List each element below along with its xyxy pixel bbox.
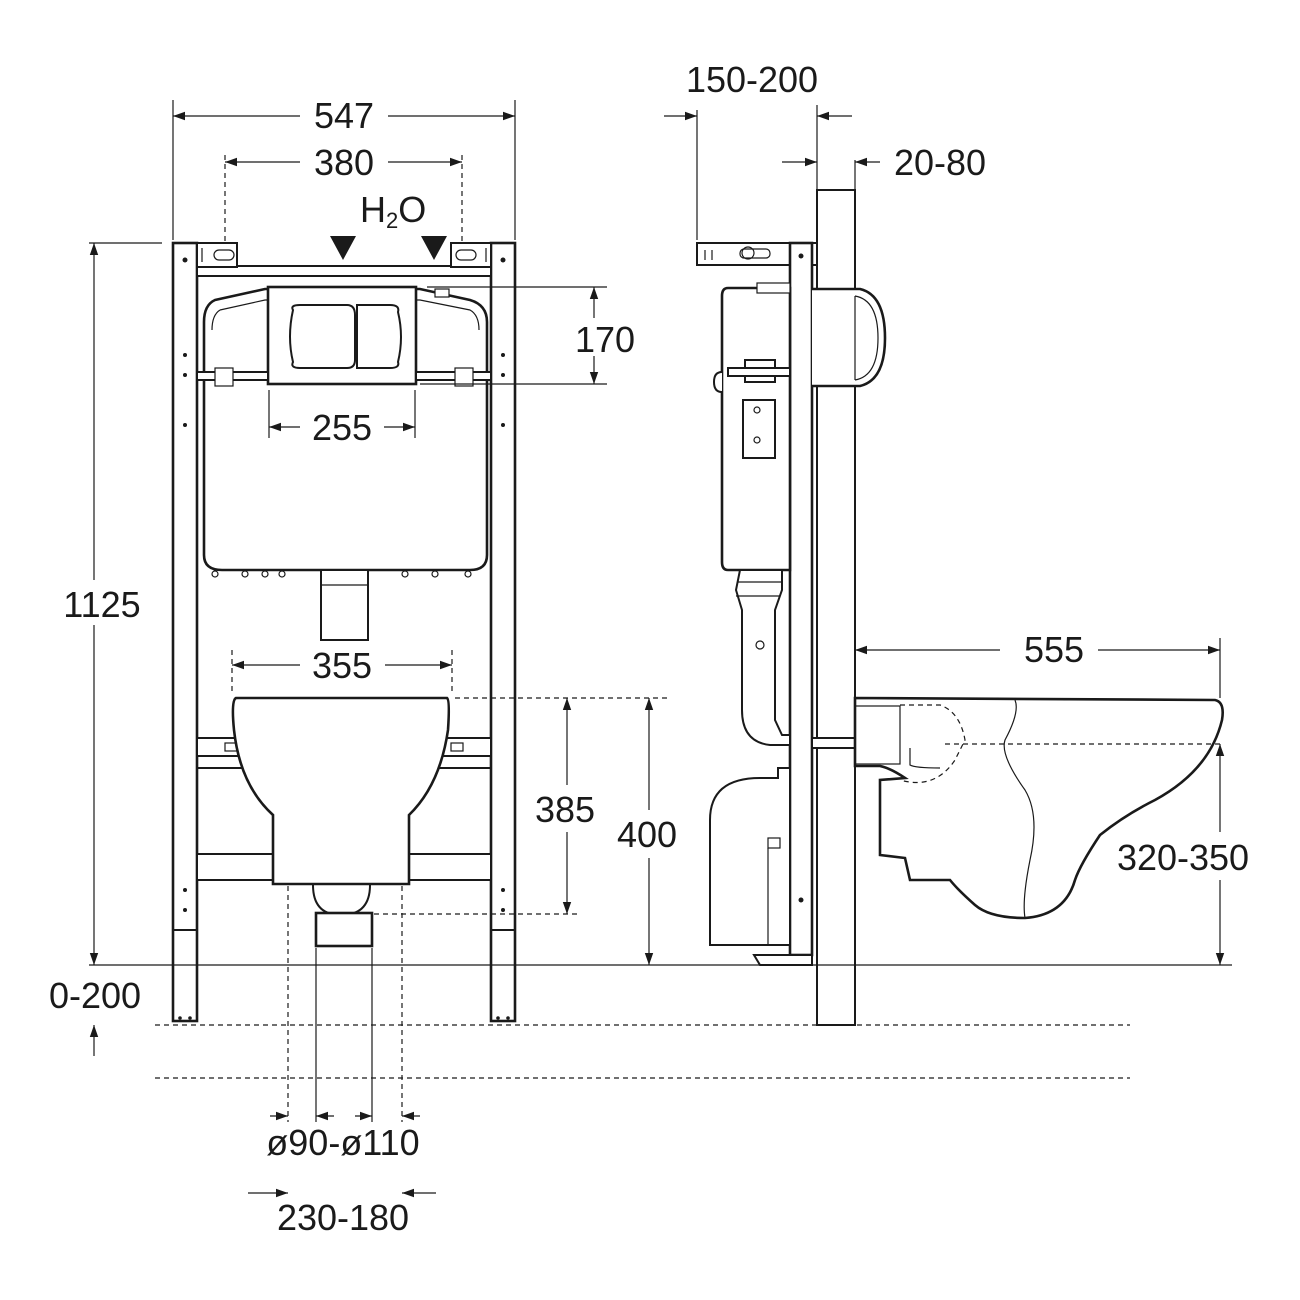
- label-plate-height: 170: [575, 319, 635, 360]
- frame-right-post: [489, 241, 517, 1023]
- toilet-bowl-side: [853, 696, 1224, 920]
- label-wall-finish: 20-80: [894, 142, 986, 183]
- flush-plate-side: [812, 287, 887, 388]
- label-bowl-projection: 555: [1024, 629, 1084, 670]
- dimension-arrows: [89, 111, 1225, 1198]
- front-extension-lines: [89, 100, 1232, 1122]
- label-bowl-fixing-spacing: 355: [312, 645, 372, 686]
- drain-elbow-side: [709, 767, 791, 946]
- drain-outlet: [312, 884, 374, 948]
- flush-pipe-side: [734, 569, 791, 746]
- cistern-bottom-fittings: [211, 570, 472, 578]
- label-frame-width: 547: [314, 95, 374, 136]
- label-drain-diameter: ø90-ø110: [266, 1122, 419, 1163]
- inlet-marker-left: [330, 236, 356, 260]
- wall-bracket: [696, 242, 818, 266]
- label-wall-distance: 150-200: [686, 59, 818, 100]
- toilet-bowl-front: [231, 696, 451, 886]
- cistern-cross-bar: [196, 367, 492, 387]
- inlet-marker-right: [421, 236, 447, 260]
- frame-top-rail: [196, 242, 492, 277]
- label-seat-height: 320-350: [1117, 837, 1249, 878]
- label-floor-adjust: 0-200: [49, 975, 141, 1016]
- label-bowl-fixing-height: 385: [535, 789, 595, 830]
- label-plate-width: 255: [312, 407, 372, 448]
- front-view: [89, 100, 1232, 1122]
- label-frame-height: 1125: [63, 584, 140, 625]
- label-anchor-spacing: 380: [314, 142, 374, 183]
- side-view: [696, 105, 1224, 1026]
- cistern-side: [712, 282, 792, 572]
- label-water-inlet: H2O: [360, 189, 426, 233]
- label-drain-offset: 230-180: [277, 1197, 409, 1238]
- frame-left-post: [171, 241, 199, 1023]
- flush-plate: [266, 285, 418, 386]
- flush-pipe: [320, 569, 369, 641]
- dimension-labels: 547 380 H2O 170 255 1125 355 385 400 0-2…: [49, 59, 1249, 1238]
- water-inlet-markers: [330, 236, 447, 267]
- label-outlet-height: 400: [617, 814, 677, 855]
- frame-side-post: [752, 241, 814, 966]
